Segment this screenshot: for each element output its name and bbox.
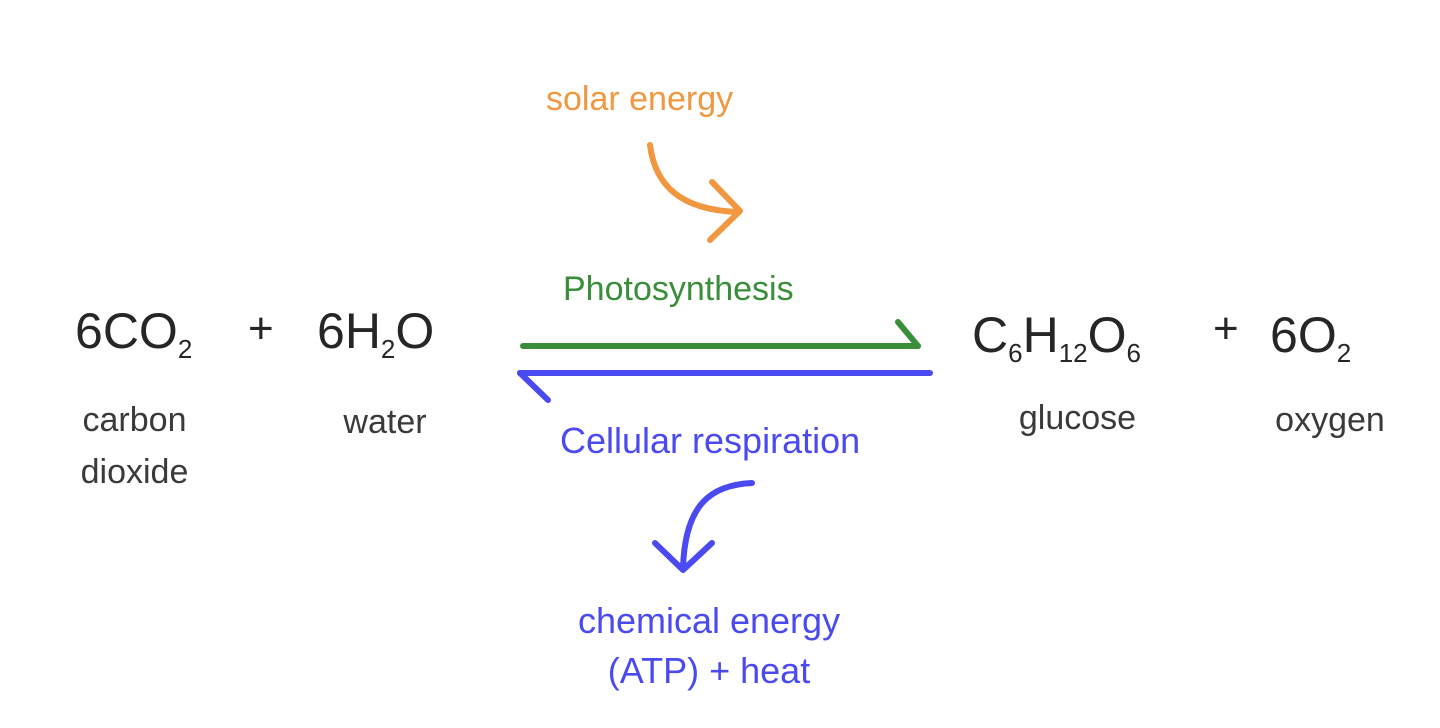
chemical-energy-arrow [680, 480, 755, 571]
oxygen-formula: 6O2 [1270, 307, 1352, 368]
chemical-energy-line-2: (ATP) + heat [607, 650, 811, 691]
glucose-formula: C6H12O6 [972, 307, 1141, 368]
photosynthesis-label: Photosynthesis [563, 270, 794, 308]
plus-sign-1: + [248, 304, 274, 353]
chemical-energy-line-1: chemical energy [577, 600, 841, 641]
solar-energy-label: solar energy [546, 80, 734, 118]
chemical-energy-arrowhead [652, 540, 715, 573]
glucose-label: glucose [1018, 399, 1137, 437]
oxygen-label: oxygen [1275, 401, 1385, 439]
plus-sign-2: + [1213, 304, 1239, 353]
water-formula: 6H2O [317, 303, 435, 364]
chemical-energy-label: chemical energy (ATP) + heat [550, 596, 868, 696]
cellular-respiration-label: Cellular respiration [560, 420, 861, 461]
carbon-dioxide-formula: 6CO2 [75, 303, 193, 364]
solar-energy-arrow [647, 142, 741, 215]
water-label: water [343, 403, 427, 441]
solar-energy-arrowhead [707, 179, 743, 243]
photosynthesis-arrowhead [895, 319, 921, 349]
respiration-arrowhead [517, 370, 551, 403]
carbon-dioxide-label: carbon dioxide [80, 401, 189, 491]
